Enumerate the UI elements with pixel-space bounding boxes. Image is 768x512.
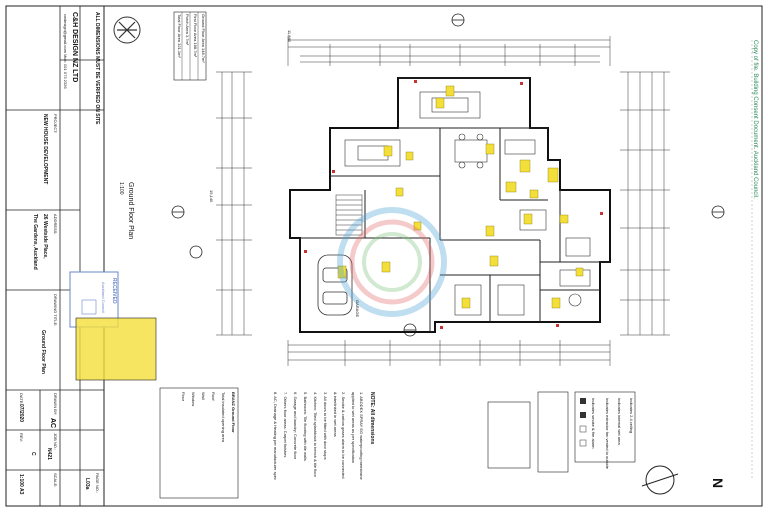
area-first: First Floor Area 168.7m² <box>193 14 198 58</box>
north-arrow <box>641 465 679 495</box>
spec-row-4: Window <box>191 392 196 407</box>
legend-4: Indicates 2.4 ceiling <box>629 398 634 434</box>
job-label: JOB NO.: <box>53 433 58 451</box>
note-7: 7. Others floor areas: Carpet finishes <box>283 392 288 458</box>
spec-row-5: Floor <box>181 392 186 402</box>
note-6: 6. Garage and laundry: Concrete floor <box>293 392 298 460</box>
north-letter: N <box>710 478 726 489</box>
scale-label: SCALE: <box>53 473 58 488</box>
page-label: PAGE NO.: <box>95 473 100 494</box>
rev-label: REV: <box>19 433 24 443</box>
note-5: 5. Bathroom: Tile flooring with tile wal… <box>303 392 308 461</box>
car-symbol <box>317 254 353 316</box>
verify-note: ALL DIMENSIONS MUST BE VERIFIED ON SITE <box>94 12 100 125</box>
date-label: DATE: <box>19 393 24 405</box>
area-ground: Ground Floor Area 148.7m² <box>201 14 206 63</box>
received-stamp-sub: Auckland Council <box>101 282 106 313</box>
area-porch: Porch Area 3.7m² <box>185 14 190 46</box>
drawing-title: Ground Floor Plan <box>40 330 46 374</box>
watermark-rosette <box>337 207 447 317</box>
page-value: L03a <box>84 478 90 490</box>
overall-width: 11,860 <box>287 30 292 42</box>
spec-row-2: Roof <box>211 392 216 401</box>
company-contact: cwdesign@gmail.com Mob: 021 073 2326 <box>63 14 68 89</box>
overall-depth: 19,140 <box>209 190 214 203</box>
note-8: 8. AC, Drainage & Heating per manufactur… <box>273 392 278 481</box>
spec-row-1: Total insulated opening area <box>221 392 226 443</box>
date-value: 07/2020 <box>18 404 24 423</box>
note-3: 3. All doors to be fitted with door stop… <box>323 392 328 460</box>
legend-3: Indicates internal wet area <box>617 398 622 445</box>
job-value: N421 <box>46 448 52 460</box>
legend-1: Indicates smoke & fire alarm <box>591 398 596 449</box>
area-total: Total Floor Area 321.1m² <box>177 14 182 58</box>
address-label: ADDRESS: <box>53 214 58 235</box>
garage-label: GARAGE <box>355 300 360 318</box>
drawn-value: AC <box>49 418 56 429</box>
company-name: C&H DESIGN NZ LTD <box>71 12 78 83</box>
note-1: 1. ABODEX SPRAY EG waterproofing membran… <box>359 392 364 480</box>
note-4: 4. Kitchen: Tiled splashback to bench & … <box>313 392 318 477</box>
project-label: PROJECT: <box>53 114 58 134</box>
drawing-title-label: DRAWING TITLE: <box>53 294 58 327</box>
watermark-text: Copy of file. Building Consent Document.… <box>752 40 758 199</box>
legend-2: Indicates extractor fan vented to outsid… <box>605 398 610 469</box>
note-2b: & interlinked in wet areas <box>333 392 338 437</box>
project-name: NEW HOUSE DEVELOPMENT <box>42 114 48 185</box>
received-stamp: RECEIVED <box>111 278 117 304</box>
drawn-label: DRAWN BY: <box>53 393 58 416</box>
rev-value: C <box>30 452 36 456</box>
notes-heading: NOTE: All dimensions <box>369 392 375 445</box>
plan-heading: Ground Floor Plan <box>127 182 134 240</box>
spec-row-3: Wall <box>201 392 206 400</box>
scale-value: 1:100 A3 <box>18 474 24 495</box>
company-logo <box>113 16 141 44</box>
address-line1: 26 Westside Place, <box>42 214 48 259</box>
note-2: 2. Smoke & carbon gases alarm to be conn… <box>341 392 346 479</box>
address-line2: The Gardens, Auckland <box>32 214 38 270</box>
note-1b: applied to wet areas as per specificatio… <box>351 392 356 464</box>
plan-scale: 1:100 <box>118 182 124 195</box>
spec-heading: BRANZ Ground Floor <box>231 392 236 433</box>
